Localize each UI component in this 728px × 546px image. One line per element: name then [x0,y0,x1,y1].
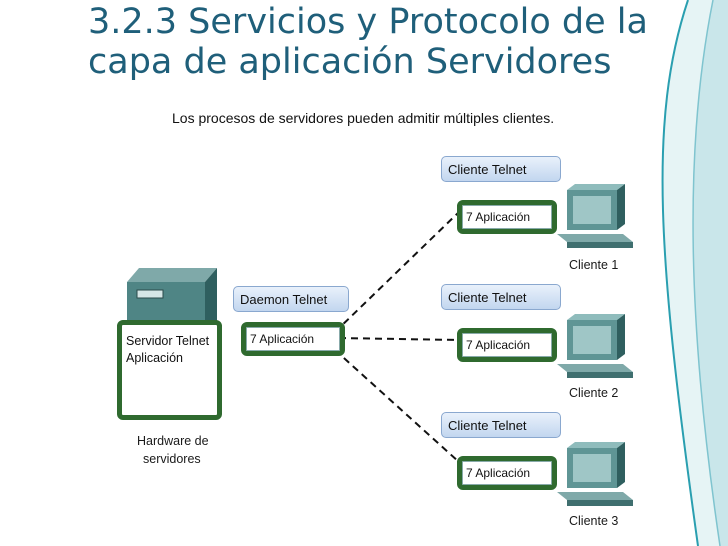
computer-icon-3 [557,442,633,506]
server-panel: Servidor Telnet Aplicación [117,320,222,420]
client-telnet-tag-1: Cliente Telnet [441,156,561,182]
slide-title-line1: 3.2.3 Servicios y Protocolo de la [88,2,648,42]
client-name-2: Cliente 2 [569,386,619,400]
connection-line-3 [334,349,460,463]
server-hardware-line1: Hardware de [137,434,209,448]
daemon-telnet-tag: Daemon Telnet [233,286,349,312]
client-name-3: Cliente 3 [569,514,619,528]
client-telnet-tag-2: Cliente Telnet [441,284,561,310]
server-panel-line1: Servidor Telnet [126,334,210,348]
server-hardware-line2: servidores [143,452,201,466]
computer-icon-1 [557,184,633,248]
client-name-1: Cliente 1 [569,258,619,272]
client-app-box-1: 7 Aplicación [457,200,557,234]
client-app-box-2: 7 Aplicación [457,328,557,362]
slide-title: 3.2.3 Servicios y Protocolo de la capa d… [88,2,688,82]
decorative-edge [661,0,728,546]
client-app-box-3: 7 Aplicación [457,456,557,490]
connection-line-1 [334,211,460,333]
server-app-box: 7 Aplicación [241,322,345,356]
connection-line-2 [338,337,460,341]
client-telnet-tag-3: Cliente Telnet [441,412,561,438]
slide-title-line2: capa de aplicación Servidores [88,42,612,82]
diagram: Los procesos de servidores pueden admiti… [107,100,640,546]
diagram-caption: Los procesos de servidores pueden admiti… [172,110,555,126]
computer-icon-2 [557,314,633,378]
server-panel-line2: Aplicación [126,351,183,365]
